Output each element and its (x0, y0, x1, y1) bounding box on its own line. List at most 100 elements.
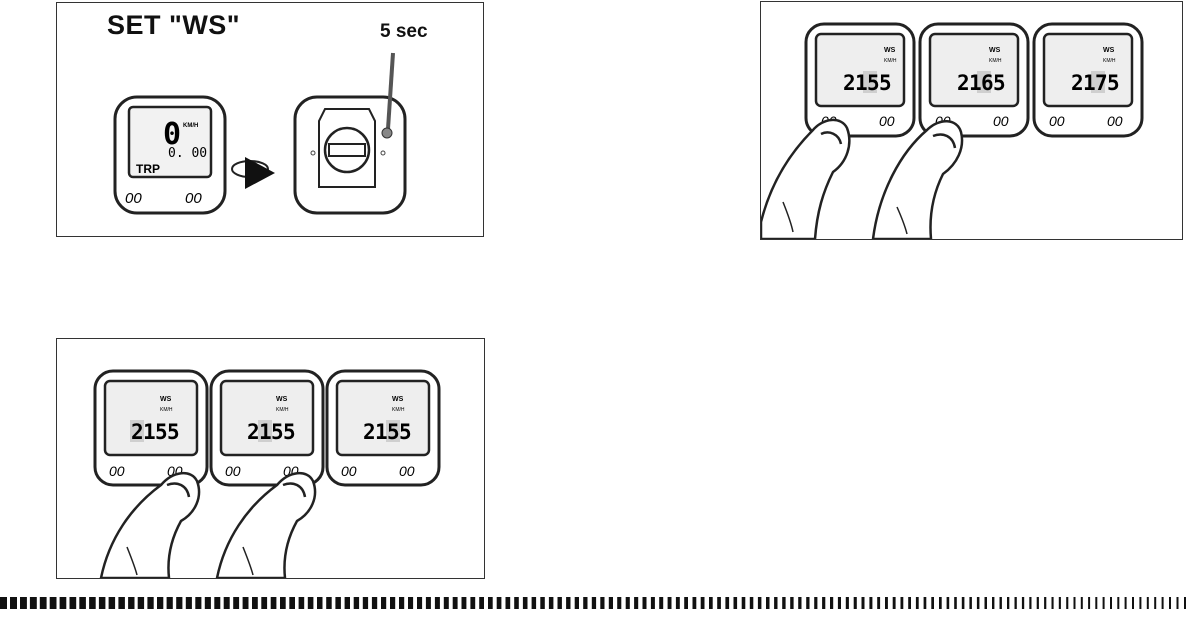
stripe-block (1088, 597, 1091, 609)
stripe-block (166, 597, 173, 609)
stripe-block (625, 597, 630, 609)
rotate-arrow-icon (231, 157, 275, 189)
stripe-block (1117, 597, 1120, 609)
page-edge-stripe (0, 597, 1186, 609)
ws-label: WS (160, 396, 172, 403)
stripe-block (591, 597, 597, 609)
stripe-block (443, 597, 449, 609)
ws-label: WS (989, 47, 1001, 54)
left-button-icon: 00 (225, 463, 241, 479)
pin-tool-icon (386, 52, 395, 130)
stripe-block (10, 597, 17, 609)
digit-4: 5 (1107, 71, 1120, 95)
stripe-block (108, 597, 116, 609)
stripe-block (1176, 597, 1179, 609)
digit-3: 5 (867, 71, 880, 95)
digit-1: 2 (363, 420, 376, 444)
stripe-block (999, 597, 1002, 609)
trip-readout: 0. 00 (168, 146, 207, 161)
stripe-block (147, 597, 154, 609)
digit-4: 5 (283, 420, 296, 444)
stripe-block (984, 597, 987, 609)
stripe-block (992, 597, 995, 609)
unit-label: KM/H (1103, 58, 1116, 64)
stripe-block (1066, 597, 1069, 609)
stripe-block (1021, 597, 1025, 609)
stripe-block (667, 597, 672, 609)
stripe-block (335, 597, 341, 609)
stripe-block (381, 597, 387, 609)
stripe-block (892, 597, 896, 609)
stripe-block (289, 597, 295, 609)
stripe-block (461, 597, 467, 609)
stripe-block (195, 597, 202, 609)
unit-label: KM/H (392, 407, 405, 413)
stripe-block (845, 597, 849, 609)
stripe-block (885, 597, 888, 609)
stripe-block (29, 597, 37, 609)
stripe-block (600, 597, 605, 609)
stripe-block (954, 597, 957, 609)
stripe-block (717, 597, 721, 609)
digit-3: 6 (981, 71, 994, 95)
stripe-block (908, 597, 911, 609)
stripe-block (853, 597, 857, 609)
stripe-block (1169, 597, 1171, 609)
stripe-block (692, 597, 697, 609)
stripe-block (877, 597, 881, 609)
stripe-block (98, 597, 106, 609)
stripe-block (1044, 597, 1047, 609)
digit-2: 1 (855, 71, 868, 95)
stripe-block (946, 597, 950, 609)
stripe-block (583, 597, 588, 609)
bike-computer-screen-3: WS KM/H 2 1 5 5 00 00 (325, 369, 441, 487)
left-button-icon: 00 (1049, 113, 1065, 129)
speed-readout: 0 (163, 117, 181, 152)
stripe-block (976, 597, 980, 609)
stripe-block (790, 597, 794, 609)
select-digit-illustration: WS KM/H 2 1 5 5 00 00 WS KM/H 2 1 5 5 00… (93, 369, 441, 578)
stripe-block (1029, 597, 1032, 609)
stripe-block (1161, 597, 1164, 609)
digit-1: 2 (957, 71, 970, 95)
stripe-block (233, 597, 240, 609)
stripe-block (434, 597, 440, 609)
stripe-block (242, 597, 249, 609)
ws-label: WS (1103, 47, 1115, 54)
stripe-block (798, 597, 802, 609)
set-ws-illustration: 0 KM/H 0. 00 TRP 00 00 (113, 52, 407, 215)
stripe-block (252, 597, 258, 609)
stripe-block (514, 597, 519, 609)
stripe-block (1139, 597, 1142, 609)
digit-3: 7 (1095, 71, 1108, 95)
stripe-block (344, 597, 350, 609)
stripe-block (505, 597, 511, 609)
stripe-block (709, 597, 713, 609)
stripe-block (452, 597, 458, 609)
stripe-block (488, 597, 493, 609)
unit-label: KM/H (989, 58, 1002, 64)
digit-1: 2 (843, 71, 856, 95)
stripe-block (1095, 597, 1098, 609)
stripe-block (1058, 597, 1061, 609)
stripe-block (540, 597, 545, 609)
set-ws-panel: SET "WS" 5 sec 0 KM/H 0. 00 TRP 00 00 (56, 2, 484, 237)
stripe-block (837, 597, 841, 609)
increment-digit-panel: WS KM/H 2 1 5 5 00 00 WS KM/H 2 1 6 5 00… (760, 1, 1183, 240)
stripe-block (557, 597, 562, 609)
stripe-block (675, 597, 680, 609)
stripe-block (59, 597, 67, 609)
ws-label: WS (276, 396, 288, 403)
stripe-block (408, 597, 414, 609)
stripe-block (830, 597, 834, 609)
stripe-block (923, 597, 927, 609)
digit-2: 1 (1083, 71, 1096, 95)
stripe-block (39, 597, 47, 609)
right-button-icon: 00 (879, 113, 895, 129)
stripe-block (869, 597, 873, 609)
bike-computer-screen-3: WS KM/H 2 1 7 5 00 00 (1032, 22, 1144, 138)
stripe-block (814, 597, 818, 609)
select-digit-panel: WS KM/H 2 1 5 5 00 00 WS KM/H 2 1 5 5 00… (56, 338, 485, 579)
stripe-block (650, 597, 655, 609)
bike-computer-front: 0 KM/H 0. 00 TRP 00 00 (113, 95, 227, 215)
